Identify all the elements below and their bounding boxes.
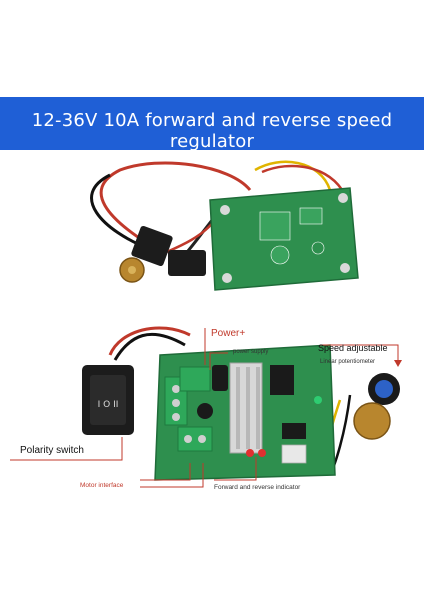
- label-speed-adjustable: Speed adjustable: [318, 343, 388, 353]
- label-indicator: Forward and reverse indicator: [214, 484, 301, 491]
- label-power: Power+: [211, 328, 246, 339]
- product-photo-bottom: I O II: [10, 326, 402, 488]
- label-power-supply: power supply: [233, 349, 269, 355]
- label-linear-potentiometer: Linear potentiometer: [320, 359, 376, 365]
- svg-text:I O II: I O II: [98, 400, 119, 410]
- banner-title: 12-36V 10A forward and reverse speed reg…: [31, 110, 393, 152]
- label-polarity-switch: Polarity switch: [20, 445, 84, 456]
- title-banner: 12-36V 10A forward and reverse speed reg…: [0, 97, 424, 152]
- label-motor-interface: Motor interface: [80, 482, 124, 489]
- product-photo-top: [90, 160, 359, 291]
